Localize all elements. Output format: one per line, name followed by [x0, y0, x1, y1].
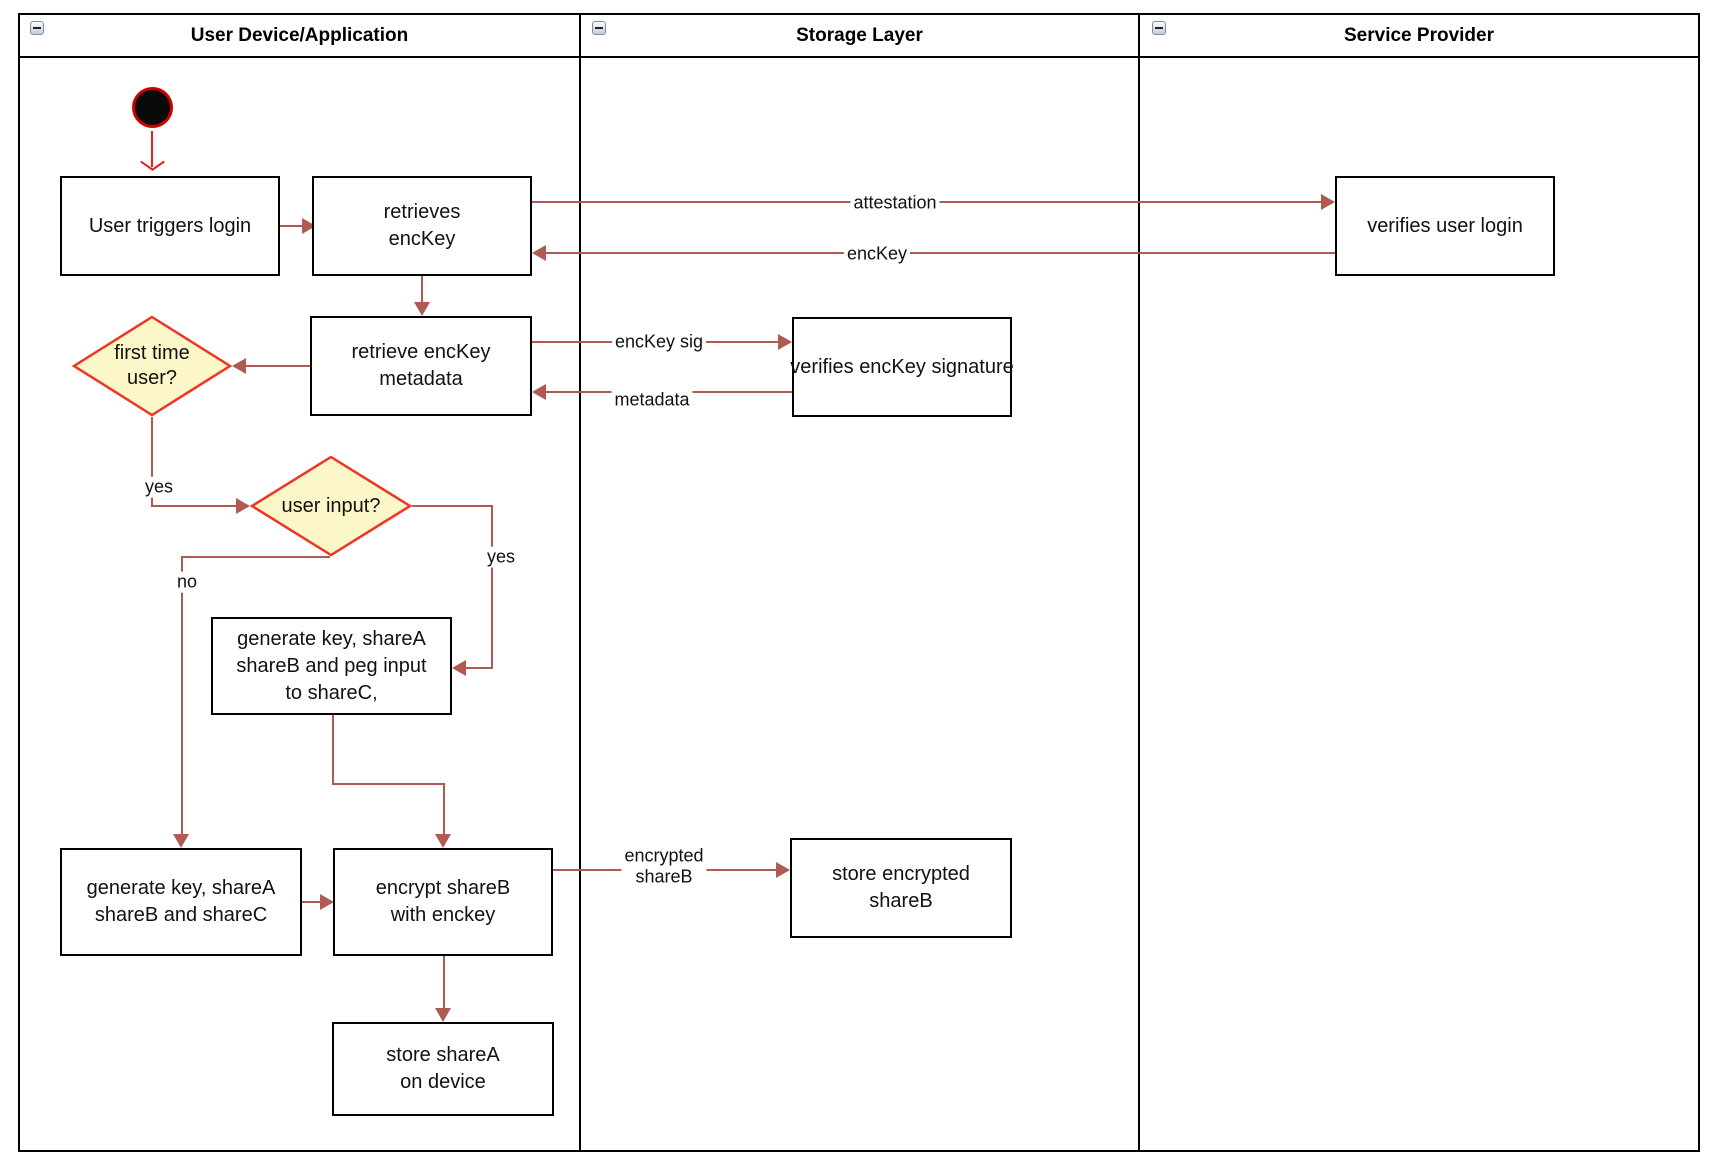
edge-encrypt-to-store-arrowhead: [435, 1008, 451, 1022]
edge-firsttime-yes-arrowhead: [236, 498, 250, 514]
edge-label-metadata[interactable]: metadata: [611, 389, 693, 411]
edge-sharec-to-encrypt-line[interactable]: [302, 901, 322, 903]
node-verifies-user-login[interactable]: verifies user login: [1335, 176, 1555, 276]
node-user-triggers-login[interactable]: User triggers login: [60, 176, 280, 276]
edge-label-yes-user-input[interactable]: yes: [483, 546, 519, 568]
edge-userinput-yes-line-h2[interactable]: [466, 667, 493, 669]
decision-first-time-user[interactable]: first time user?: [72, 315, 232, 417]
edge-userinput-no-line-h[interactable]: [182, 556, 330, 558]
node-generate-key-sharec[interactable]: generate key, shareA shareB and shareC: [60, 848, 302, 956]
node-generate-key-peg-input[interactable]: generate key, shareA shareB and peg inpu…: [211, 617, 452, 715]
lane-header-service-provider[interactable]: Service Provider: [1140, 15, 1698, 56]
lane-divider-1: [579, 13, 581, 1152]
start-arrow-line: [151, 131, 153, 167]
edge-enckey-arrowhead: [532, 245, 546, 261]
minus-icon: [33, 27, 41, 29]
lane-title-user-device: User Device/Application: [190, 24, 409, 46]
lane-divider-2: [1138, 13, 1140, 1152]
lane-header-user-device[interactable]: User Device/Application: [20, 15, 579, 56]
edge-retrieves-to-metadata-line[interactable]: [421, 276, 423, 303]
edge-enckey-line[interactable]: [546, 252, 1335, 254]
edge-label-enckey[interactable]: encKey: [843, 243, 911, 265]
edge-firsttime-yes-line-h[interactable]: [151, 505, 238, 507]
edge-label-attestation[interactable]: attestation: [850, 192, 940, 214]
lane-title-storage-layer: Storage Layer: [796, 24, 923, 46]
edge-userinput-yes-line-v[interactable]: [491, 505, 493, 668]
decision-user-input-label: user input?: [281, 494, 381, 517]
node-verifies-enckey-signature[interactable]: verifies encKey signature: [790, 317, 1014, 417]
node-retrieves-enckey[interactable]: retrieves encKey: [312, 176, 532, 276]
edge-retrieves-to-metadata-arrowhead: [414, 302, 430, 316]
swimlane-outer-frame: [18, 13, 1700, 1152]
edge-label-enckey-sig[interactable]: encKey sig: [611, 331, 707, 353]
edge-label-yes-first-time[interactable]: yes: [141, 476, 177, 498]
diamond-shape: [250, 455, 412, 557]
edge-peg-to-encrypt-line-v2[interactable]: [443, 783, 445, 835]
edge-peg-to-encrypt-arrowhead: [435, 834, 451, 848]
edge-firsttime-yes-line-v[interactable]: [151, 417, 153, 506]
edge-enckey-sig-arrowhead: [778, 334, 792, 350]
node-store-encrypted-shareb[interactable]: store encrypted shareB: [790, 838, 1012, 938]
decision-first-time-user-label: first time user?: [114, 342, 190, 389]
edge-metadata-to-firsttime-line[interactable]: [246, 365, 310, 367]
edge-login-to-retrieves-line[interactable]: [280, 225, 304, 227]
diamond-shape: [72, 315, 232, 417]
edge-userinput-no-line-v[interactable]: [181, 556, 183, 836]
collapse-lane-button-storage-layer[interactable]: [592, 21, 606, 35]
edge-userinput-no-arrowhead: [173, 834, 189, 848]
lane-header-storage-layer[interactable]: Storage Layer: [581, 15, 1138, 56]
edge-sharec-to-encrypt-arrowhead: [320, 894, 334, 910]
node-retrieve-enckey-metadata[interactable]: retrieve encKey metadata: [310, 316, 532, 416]
edge-attestation-arrowhead: [1321, 194, 1335, 210]
node-store-sharea[interactable]: store shareA on device: [332, 1022, 554, 1116]
minus-icon: [1155, 27, 1163, 29]
collapse-lane-button-service-provider[interactable]: [1152, 21, 1166, 35]
lane-title-service-provider: Service Provider: [1344, 24, 1494, 46]
node-encrypt-shareb[interactable]: encrypt shareB with enckey: [333, 848, 553, 956]
edge-label-encrypted-shareb[interactable]: encrypted shareB: [621, 845, 707, 887]
edge-encrypt-to-store-line[interactable]: [443, 956, 445, 1010]
decision-user-input[interactable]: user input?: [250, 455, 412, 557]
edge-userinput-yes-arrowhead: [452, 660, 466, 676]
swimlane-header-divider: [18, 56, 1700, 58]
edge-label-no-user-input[interactable]: no: [173, 571, 201, 593]
start-node[interactable]: [132, 87, 173, 128]
minus-icon: [595, 27, 603, 29]
edge-peg-to-encrypt-line-v1[interactable]: [332, 715, 334, 785]
edge-peg-to-encrypt-line-h[interactable]: [332, 783, 445, 785]
edge-encrypted-shareb-arrowhead: [776, 862, 790, 878]
edge-metadata-to-firsttime-arrowhead: [232, 358, 246, 374]
edge-userinput-yes-line-h1[interactable]: [412, 505, 493, 507]
edge-metadata-arrowhead: [532, 384, 546, 400]
collapse-lane-button-user-device[interactable]: [30, 21, 44, 35]
